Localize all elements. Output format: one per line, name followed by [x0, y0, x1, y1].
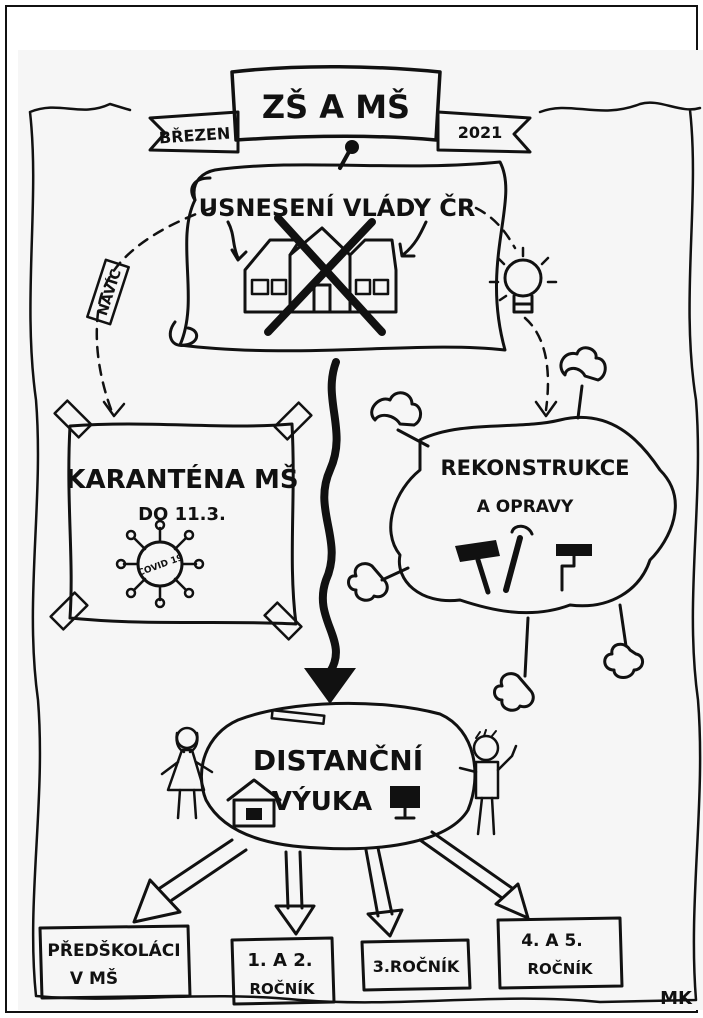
group-preschool-line2: V MŠ: [70, 967, 118, 989]
group-grade-1-2-line1: 1. A 2.: [247, 950, 312, 971]
group-grade-1-2-line2: ROČNÍK: [249, 979, 315, 998]
pin-head-icon: [345, 140, 359, 154]
author-signature: MK: [660, 988, 693, 1009]
distance-subtitle: VÝUKA: [272, 785, 372, 817]
scroll-title: USNESENÍ VLÁDY ČR: [199, 192, 476, 222]
quarantine-title: KARANTÉNA MŠ: [65, 463, 298, 495]
reconstruction-subtitle: A OPRAVY: [477, 497, 574, 517]
group-grade-4-5-line1: 4. A 5.: [521, 931, 583, 951]
group-preschool-line1: PŘEDŠKOLÁCI: [47, 939, 180, 961]
banner-year: 2021: [458, 123, 503, 142]
quarantine-date: DO 11.3.: [138, 504, 226, 525]
reconstruction-title: REKONSTRUKCE: [440, 456, 629, 480]
group-grade-3-line1: 3.ROČNÍK: [373, 957, 460, 976]
distance-title: DISTANČNÍ: [253, 743, 423, 777]
banner-title: ZŠ A MŠ: [262, 87, 410, 126]
group-grade-4-5-line2: ROČNÍK: [527, 959, 593, 978]
